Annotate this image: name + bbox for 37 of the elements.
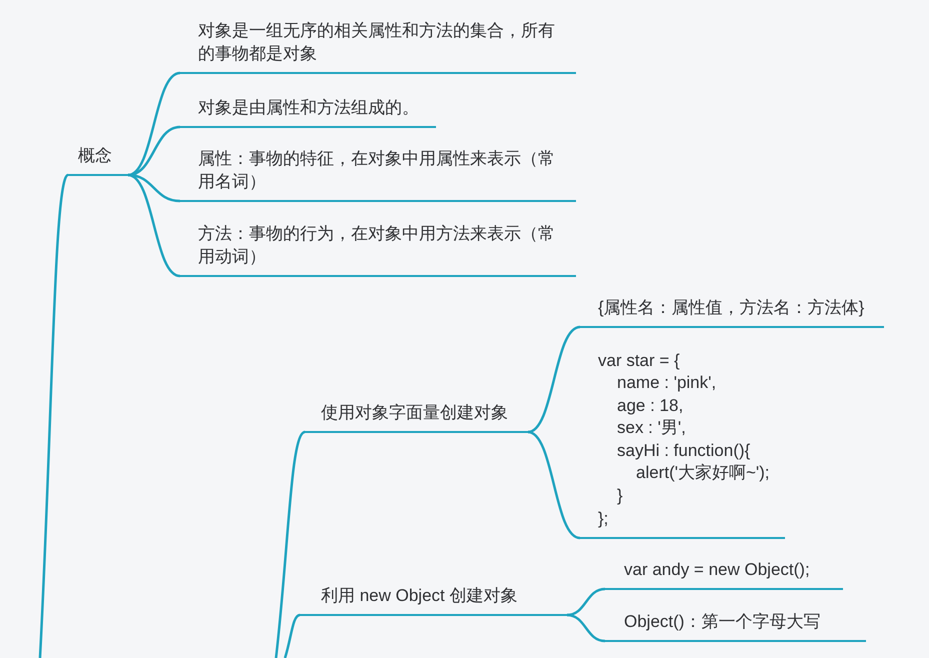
branch-line	[128, 72, 180, 176]
branch-topic	[180, 96, 436, 128]
branch-topic	[580, 296, 884, 328]
code-line: var star = {	[598, 350, 680, 372]
branch-line	[128, 126, 180, 176]
branch-topic	[605, 610, 866, 642]
branch-line	[566, 614, 606, 642]
branch-topic	[180, 19, 576, 74]
topic-text: 概念	[78, 145, 112, 168]
topic-text: var andy = new Object();	[624, 559, 810, 582]
branch-line	[284, 614, 300, 658]
code-line: }	[616, 485, 623, 508]
branch-line	[128, 174, 180, 278]
code-line: sayHi : function(){	[616, 440, 750, 462]
code-line: name : 'pink',	[616, 372, 716, 394]
topic-text: {属性名：属性值，方法名：方法体}	[598, 297, 864, 320]
topic-text: 使用对象字面量创建对象	[321, 402, 508, 424]
branch-line	[566, 588, 606, 616]
code-line: alert('大家好啊~');	[635, 462, 770, 484]
code-line: sex : '男',	[616, 417, 686, 440]
topic-text: 属性：事物的特征，在对象中用属性来表示（常用名词）	[198, 148, 556, 194]
branch-line	[528, 430, 580, 540]
code-line: };	[598, 508, 608, 530]
topic-text: Object()：第一个字母大写	[624, 611, 820, 634]
branch-line	[274, 430, 306, 658]
topic-text: 方法：事物的行为，在对象中用方法来表示（常用动词）	[198, 223, 556, 268]
branch-topic	[180, 147, 576, 202]
code-line: age : 18,	[616, 394, 684, 417]
branch-topic	[300, 584, 567, 616]
branch-line	[38, 174, 70, 658]
topic-text: 对象是由属性和方法组成的。	[198, 97, 419, 120]
topic-text: 利用 new Object 创建对象	[321, 585, 518, 608]
branch-line	[528, 326, 580, 434]
branch-topic	[305, 401, 528, 434]
branch-topic	[180, 222, 576, 278]
topic-text: 对象是一组无序的相关属性和方法的集合，所有的事物都是对象	[198, 20, 556, 66]
branch-topic	[68, 144, 128, 176]
